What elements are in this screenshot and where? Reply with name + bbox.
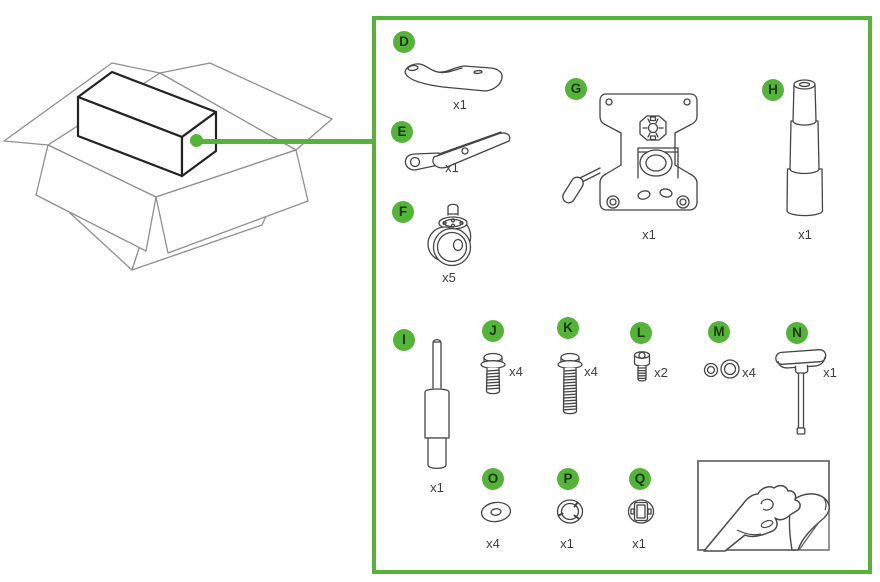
part-badge: H xyxy=(762,79,784,101)
part-qty: x5 xyxy=(442,270,456,285)
part-item-q: Q x1 xyxy=(627,468,674,553)
carton-front-left-flap xyxy=(35,144,157,252)
part-badge: J xyxy=(482,320,504,342)
part-qty: x4 xyxy=(742,365,756,380)
peel-protective-film-icon xyxy=(697,460,830,552)
part-badge: L xyxy=(630,322,652,344)
part-item-f: F x5 xyxy=(392,201,502,301)
part-item-o: O x4 xyxy=(480,468,527,553)
part-badge: K xyxy=(557,317,579,339)
hex-flange-bolt-short-icon xyxy=(480,352,506,395)
part-item-e: E x1 xyxy=(391,121,521,181)
part-item-p: P x1 xyxy=(556,468,602,553)
part-badge: M xyxy=(708,321,730,343)
hex-flange-bolt-long-icon xyxy=(557,352,583,415)
gas-lift-cylinder-icon xyxy=(424,338,450,470)
caster-wheel-icon xyxy=(427,203,472,267)
socket-head-screw-icon xyxy=(633,351,651,382)
part-badge: P xyxy=(557,468,579,490)
part-badge: F xyxy=(392,201,414,223)
part-item-j: J x4 xyxy=(480,320,542,405)
part-qty: x1 xyxy=(798,227,812,242)
part-qty: x1 xyxy=(632,536,646,551)
part-qty: x1 xyxy=(642,227,656,242)
flat-washer-icon xyxy=(480,501,512,523)
part-item-l: L x2 xyxy=(630,322,685,407)
lock-ring-icon xyxy=(556,499,584,524)
part-qty: x1 xyxy=(430,480,444,495)
part-item-h: H x1 xyxy=(762,79,842,244)
part-qty: x2 xyxy=(654,365,668,380)
part-badge: E xyxy=(391,121,413,143)
part-qty: x4 xyxy=(509,364,523,379)
peel-film-illustration xyxy=(695,458,832,554)
part-qty: x1 xyxy=(453,97,467,112)
part-item-n: N x1 xyxy=(775,322,846,437)
part-qty: x1 xyxy=(445,160,459,175)
part-badge: N xyxy=(786,322,808,344)
part-badge: Q xyxy=(629,468,651,490)
telescopic-cylinder-cover-icon xyxy=(786,79,824,217)
carton-front-right-flap xyxy=(155,149,309,254)
parts-panel: D x1 E x1 F xyxy=(372,16,872,574)
callout-line xyxy=(197,139,373,144)
armrest-pad-side-icon xyxy=(404,131,511,171)
part-item-m: M x4 xyxy=(703,321,768,401)
part-badge: D xyxy=(393,31,415,53)
t-handle-allen-key-icon xyxy=(775,349,827,435)
part-qty: x4 xyxy=(486,536,500,551)
part-badge: O xyxy=(482,468,504,490)
square-nut-insert-icon xyxy=(627,499,655,524)
washer-pair-icon xyxy=(703,359,740,379)
armrest-pad-top-icon xyxy=(404,63,503,92)
part-item-k: K x4 xyxy=(557,317,617,422)
part-item-d: D x1 xyxy=(393,31,523,116)
tilt-mechanism-icon xyxy=(562,93,698,211)
carton-back-right-flap xyxy=(159,62,333,151)
open-box-illustration xyxy=(3,62,333,271)
part-item-g: G x1 xyxy=(562,78,710,248)
accessory-box xyxy=(76,70,218,178)
callout-dot xyxy=(190,134,203,147)
part-badge: G xyxy=(565,78,587,100)
part-qty: x1 xyxy=(560,536,574,551)
part-item-i: I x1 xyxy=(393,329,483,499)
part-qty: x4 xyxy=(584,364,598,379)
part-badge: I xyxy=(393,329,415,351)
part-qty: x1 xyxy=(823,365,837,380)
